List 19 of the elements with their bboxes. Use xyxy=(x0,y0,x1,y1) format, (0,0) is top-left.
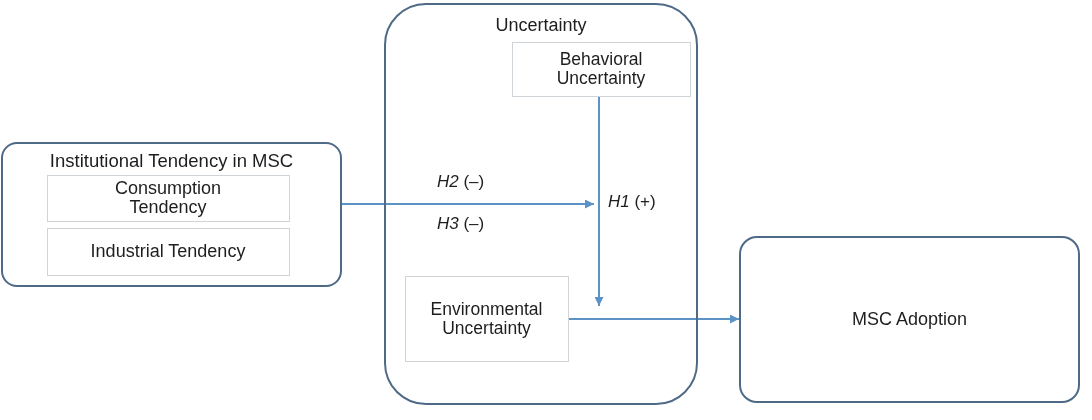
group-heading: Institutional Tendency in MSC xyxy=(48,150,295,172)
arrow xyxy=(341,199,595,209)
construct-label: Consumption Tendency xyxy=(113,178,223,218)
group-panel xyxy=(1,142,342,287)
construct-box xyxy=(511,41,691,97)
arrow xyxy=(594,95,604,307)
construct-box xyxy=(404,275,569,362)
edge-label: H1 (+) xyxy=(606,193,658,212)
construct-label: Environmental Uncertainty xyxy=(429,299,544,338)
edge-label: H2 (–) xyxy=(435,173,487,192)
hypothesis-label: H3 (–) xyxy=(435,215,487,234)
arrow xyxy=(567,314,740,324)
construct-label: Industrial Tendency xyxy=(90,241,246,262)
construct-label: MSC Adoption xyxy=(851,309,968,330)
construct-box xyxy=(46,227,290,276)
group-heading: Uncertainty xyxy=(494,15,588,36)
construct-label: Behavioral Uncertainty xyxy=(555,50,647,88)
construct-box xyxy=(739,236,1080,403)
construct-box xyxy=(46,174,290,222)
